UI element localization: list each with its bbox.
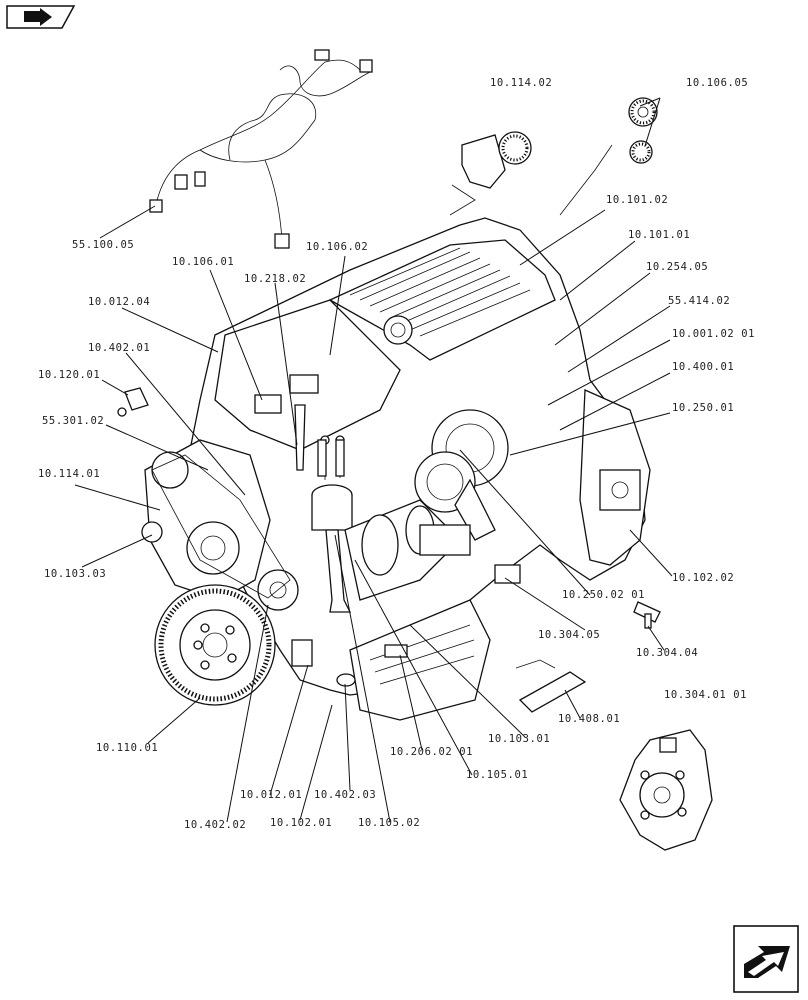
callout-55-414-02[interactable]: 55.414.02 xyxy=(668,295,730,307)
callout-10-304-05[interactable]: 10.304.05 xyxy=(538,629,600,641)
engine-illustration xyxy=(117,49,713,851)
callout-10-110-01[interactable]: 10.110.01 xyxy=(96,742,158,754)
callout-10-101-01[interactable]: 10.101.01 xyxy=(628,229,690,241)
callout-10-218-02[interactable]: 10.218.02 xyxy=(244,273,306,285)
callout-10-402-02[interactable]: 10.402.02 xyxy=(184,819,246,831)
callout-10-106-01[interactable]: 10.106.01 xyxy=(172,256,234,268)
callout-55-100-05[interactable]: 55.100.05 xyxy=(72,239,134,251)
callout-10-402-01[interactable]: 10.402.01 xyxy=(88,342,150,354)
callout-10-105-02[interactable]: 10.105.02 xyxy=(358,817,420,829)
callout-10-114-01[interactable]: 10.114.01 xyxy=(38,468,100,480)
book-arrow-icon[interactable] xyxy=(6,5,76,29)
callout-10-105-01[interactable]: 10.105.01 xyxy=(466,769,528,781)
callout-10-408-01[interactable]: 10.408.01 xyxy=(558,713,620,725)
callout-10-101-02[interactable]: 10.101.02 xyxy=(606,194,668,206)
callout-10-103-01[interactable]: 10.103.01 xyxy=(488,733,550,745)
callout-10-106-05[interactable]: 10.106.05 xyxy=(686,77,748,89)
callout-10-102-01[interactable]: 10.102.01 xyxy=(270,817,332,829)
callout-labels: 55.100.05 10.114.02 10.106.05 10.101.02 … xyxy=(38,77,755,831)
callout-10-103-03[interactable]: 10.103.03 xyxy=(44,568,106,580)
callout-10-012-04[interactable]: 10.012.04 xyxy=(88,296,150,308)
callout-10-012-01[interactable]: 10.012.01 xyxy=(240,789,302,801)
callout-10-120-01[interactable]: 10.120.01 xyxy=(38,369,100,381)
callout-10-254-05[interactable]: 10.254.05 xyxy=(646,261,708,273)
next-page-arrow-icon[interactable] xyxy=(733,925,799,993)
callout-10-001-02-01[interactable]: 10.001.02 01 xyxy=(672,328,755,340)
callout-10-106-02[interactable]: 10.106.02 xyxy=(306,241,368,253)
callout-10-250-02-01[interactable]: 10.250.02 01 xyxy=(562,589,645,601)
callout-10-400-01[interactable]: 10.400.01 xyxy=(672,361,734,373)
callout-10-304-01-01[interactable]: 10.304.01 01 xyxy=(664,689,747,701)
callout-10-206-02-01[interactable]: 10.206.02 01 xyxy=(390,746,473,758)
callout-10-402-03[interactable]: 10.402.03 xyxy=(314,789,376,801)
callout-10-304-04[interactable]: 10.304.04 xyxy=(636,647,698,659)
callout-10-114-02[interactable]: 10.114.02 xyxy=(490,77,552,89)
leader-lines xyxy=(74,97,673,823)
callout-10-102-02[interactable]: 10.102.02 xyxy=(672,572,734,584)
callout-10-250-01[interactable]: 10.250.01 xyxy=(672,402,734,414)
callout-55-301-02[interactable]: 55.301.02 xyxy=(42,415,104,427)
